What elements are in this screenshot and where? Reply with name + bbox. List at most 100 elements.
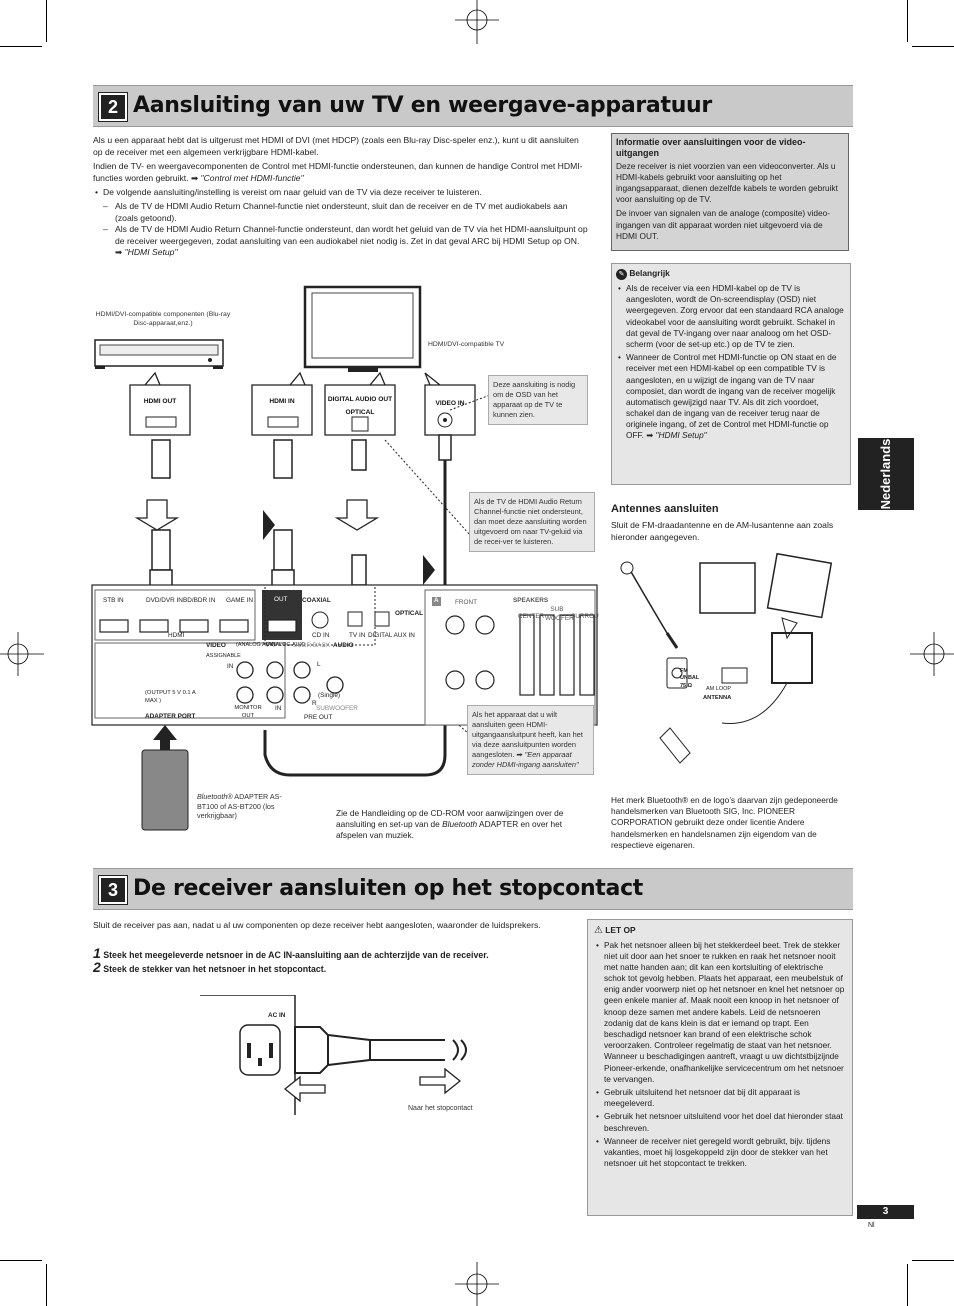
rear-label: SURROU [571,613,599,620]
video-in-label: VIDEO IN [435,400,465,407]
wrench-icon: ✎ [616,269,627,280]
digital-audio-out-label: DIGITAL AUDIO OUT [327,396,393,403]
info-box-paragraph: De invoer van signalen van de analoge (c… [616,208,831,241]
crop-mark [46,0,47,42]
registration-mark [910,632,954,676]
rear-label: (Single) [318,692,341,699]
rear-label: A [432,597,441,606]
rear-label: ASSIGNABLE [206,653,241,659]
page-number: 3 [857,1205,914,1219]
rear-label: COAXIAL [302,597,331,604]
antennas-title: Antennes aansluiten [611,503,719,515]
antennas-text: Sluit de FM-draadantenne en de AM-lusant… [611,520,834,542]
dash-item: Als de TV de HDMI Audio Return Channel-f… [93,224,588,259]
rear-label: (ANALOG AUX) [266,642,306,648]
section-title: De receiver aansluiten op het stopcontac… [133,876,644,901]
bullet-item: Gebruik uitsluitend het netsnoer dat bij… [594,1087,846,1109]
rear-label: SPEAKERS [513,597,549,604]
crop-mark [907,1264,908,1306]
rear-label: OUT [274,596,288,603]
note-arc: Als de TV de HDMI Audio Return Channel-f… [469,492,595,552]
crop-mark [907,0,908,42]
crop-mark [0,46,42,47]
rear-label: IN [275,705,282,712]
cross-reference: "HDMI Setup" [655,430,707,441]
language-tab: Nederlands [858,438,914,510]
rear-label: SUBWOOFER [316,705,358,712]
registration-mark [455,0,499,44]
note-no-hdmi: Als het apparaat dat u wilt aansluiten g… [467,705,594,775]
arrow-ref-icon: ➡ [190,172,199,183]
tv-label: HDMI/DVI-compatible TV [428,341,505,348]
rear-label: DVD/DVR IN [146,597,183,604]
rear-label: OPTICAL [395,610,424,617]
bullet-item: Als de receiver via een HDMI-kabel op de… [616,283,846,350]
bullet-item: Wanneer de receiver niet geregeld wordt … [594,1136,846,1170]
dash-item: Als de TV de HDMI Audio Return Channel-f… [93,201,588,224]
section-number: 2 [98,92,128,122]
section-intro: Sluit de receiver pas aan, nadat u al uw… [93,920,541,930]
rear-label: CD IN [312,632,330,639]
manual-note: Zie de Handleiding op de CD-ROM voor aan… [336,808,564,841]
info-box-title: Informatie over aansluitingen voor de vi… [616,137,806,158]
rear-label: HDMI [168,632,185,639]
bullet-item: Pak het netsnoer alleen bij het stekkerd… [594,940,846,1085]
rear-label: VIDEO [206,642,226,649]
section-intro: Als u een apparaat hebt dat is uitgerust… [93,135,588,259]
hdmi-out-label: HDMI OUT [143,398,177,405]
rear-label: MONITOR OUT [234,705,262,719]
am-loop-label: AM LOOP [706,686,732,692]
crop-mark [912,1260,954,1261]
caution-box: ⚠ LET OP Pak het netsnoer alleen bij het… [587,919,853,1216]
rear-label: SUB WOOFER [545,606,574,622]
warning-icon: ⚠ [594,925,603,936]
bullet-item: De volgende aansluiting/instelling is ve… [93,187,588,199]
cross-reference: "Een apparaat zonder HDMI-ingang aanslui… [472,749,579,769]
ac-in-diagram [200,995,467,1115]
section-header: 2 Aansluiting van uw TV en weergave-appa… [93,85,853,127]
step-2: 2 Steek de stekker van het netsnoer in h… [93,958,563,977]
info-box-paragraph: Deze receiver is niet voorzien van een v… [616,160,838,205]
crop-mark [0,1260,42,1261]
language-tab-label: Nederlands [878,438,894,510]
section-number: 3 [98,875,128,905]
rear-label: (OUTPUT 5 V 0.1 A MAX ) [145,690,196,704]
optical-label: OPTICAL [345,409,375,416]
trademark-notice: Het merk Bluetooth® en de logo’s daarvan… [611,795,838,850]
step-text: Steek de stekker van het netsnoer in het… [103,964,327,974]
fm-label: FM UNBAL 75 Ω [680,668,700,689]
rear-label: PRE OUT [304,714,333,721]
intro-paragraph: Als u een apparaat hebt dat is uitgerust… [93,135,579,157]
intro-paragraph: Indien de TV- en weergavecomponenten de … [93,161,583,183]
rear-label: SURR BACK [293,642,331,649]
rear-label: FRONT [455,599,478,606]
rear-label: L [317,661,321,668]
connection-diagram [91,285,598,831]
rear-label: STB IN [103,597,124,604]
important-header: ✎ Belangrijk [616,268,846,280]
footer-lang: Nl [868,1222,875,1229]
registration-mark [0,632,44,676]
outlet-label: Naar het stopcontact [408,1105,473,1112]
step-1: 1 Steek het meegeleverde netsnoer in de … [93,944,563,963]
ac-in-label: AC IN [268,1012,286,1019]
adapter-caption: Bluetooth® ADAPTER AS-BT100 of AS-BT200 … [197,792,282,821]
step-text: Steek het meegeleverde netsnoer in de AC… [103,950,489,960]
rear-label: DIGITAL AUX IN [368,632,415,639]
bullet-item: Wanneer de Control met HDMI-functie op O… [616,352,846,442]
rear-label: R [312,700,317,707]
registration-mark [455,1262,499,1306]
important-title: Belangrijk [629,268,670,278]
rear-label: TV IN [349,632,366,639]
cross-reference: "HDMI Setup" [124,247,178,258]
antenna-diagram [620,552,833,764]
note-osd: Deze aansluiting is nodig om de OSD van … [488,375,588,425]
component-label: HDMI/DVI-compatible componenten (Blu-ray… [95,311,231,328]
rear-label: ADAPTER PORT [145,713,196,720]
section-header: 3 De receiver aansluiten op het stopcont… [93,868,853,910]
rear-label: IN [227,663,234,670]
caution-header: ⚠ LET OP [594,924,846,938]
step-number: 2 [93,959,101,975]
rear-label: BD/BDR IN [183,597,216,604]
bluray-player-icon [94,339,224,369]
